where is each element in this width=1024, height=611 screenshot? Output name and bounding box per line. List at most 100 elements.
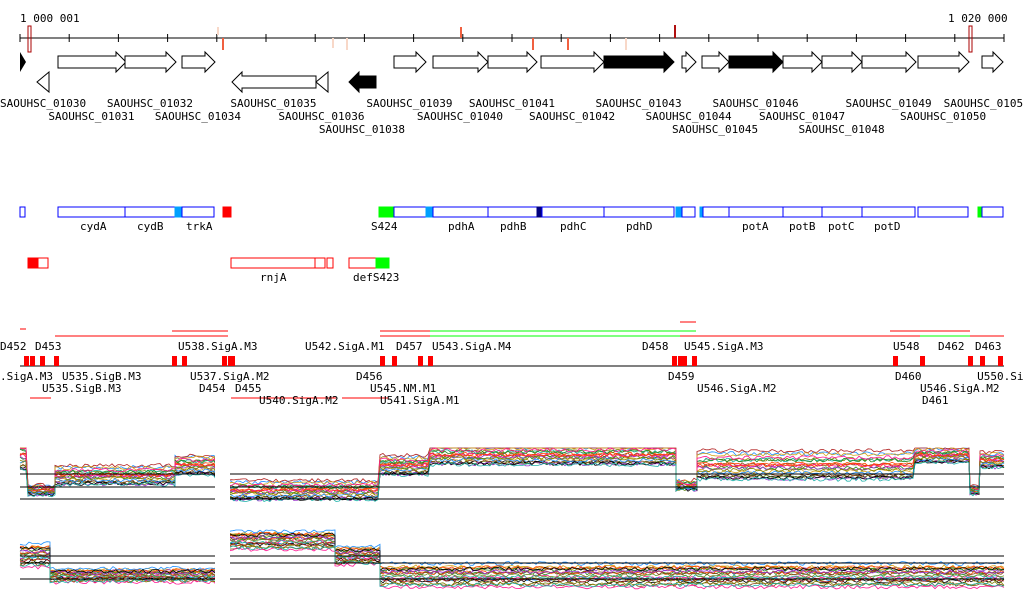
operon-box[interactable] [977,206,983,218]
operon-box[interactable] [27,257,39,269]
segment-label: D461 [922,394,949,407]
operon-box[interactable] [821,206,863,218]
operon-box[interactable] [782,206,823,218]
operon-box[interactable] [675,206,683,218]
operon-box[interactable] [603,206,675,218]
gene-arrow[interactable] [728,50,784,74]
expression-line [20,447,1005,490]
view-end-marker[interactable] [968,25,973,53]
gene-arrow[interactable] [681,50,697,74]
segment-marker[interactable] [172,356,177,366]
operon-box[interactable] [174,206,183,218]
segment-label: D457 [396,340,423,353]
operon-box[interactable] [314,257,326,269]
operon-box[interactable] [702,206,730,218]
gene-label: SAOUHSC_01035 [230,97,316,110]
segment-marker[interactable] [980,356,985,366]
operon-box[interactable] [57,206,126,218]
segment-marker[interactable] [392,356,397,366]
gene-arrow[interactable] [348,70,377,94]
segment-label: U545.NM.M1 [370,382,436,395]
segment-marker[interactable] [380,356,385,366]
gene-label: SAOUHSC_01041 [469,97,555,110]
gene-arrow[interactable] [432,50,489,74]
gene-arrow[interactable] [231,70,317,94]
gene-label: SAOUHSC_01049 [846,97,932,110]
segment-marker[interactable] [428,356,433,366]
segment-marker[interactable] [893,356,898,366]
segment-marker[interactable] [920,356,925,366]
expression-track [19,446,1005,611]
expression-line [19,447,1005,491]
gene-arrow[interactable] [861,50,917,74]
segment-marker[interactable] [30,356,35,366]
segment-marker[interactable] [54,356,59,366]
gene-arrow[interactable] [487,50,538,74]
expression-line [19,448,1005,491]
gene-label: SAOUHSC_01048 [799,123,885,136]
expression-line [20,447,1005,490]
operon-box[interactable] [37,257,49,269]
operon-box[interactable] [124,206,176,218]
segment-marker[interactable] [222,356,227,366]
operon-box[interactable] [981,206,1004,218]
gene-label: SAOUHSC_01036 [278,110,364,123]
segment-marker[interactable] [998,356,1003,366]
gene-arrow[interactable] [315,70,329,94]
operon-box[interactable] [375,257,390,269]
gene-arrow[interactable] [57,50,127,74]
gene-arrow[interactable] [124,50,177,74]
gene-arrow[interactable] [20,52,26,72]
operon-box[interactable] [378,206,395,218]
segment-label: U542.SigA.M1 [305,340,384,353]
operon-box[interactable] [222,206,232,218]
segment-label: U550.Si [977,370,1023,383]
operon-box[interactable] [432,206,489,218]
gene-arrow[interactable] [603,50,675,74]
gene-arrow[interactable] [393,50,427,74]
operon-box[interactable] [230,257,316,269]
gene-arrow[interactable] [540,50,605,74]
gene-arrow[interactable] [981,50,1004,74]
operon-box[interactable] [917,206,969,218]
segment-marker[interactable] [692,356,697,366]
expression-line [19,545,1005,588]
segment-marker[interactable] [682,356,687,366]
operon-box[interactable] [19,206,26,218]
segment-label: D458 [642,340,669,353]
segment-marker[interactable] [968,356,973,366]
gene-arrow[interactable] [36,70,50,94]
gene-label: SAOUHSC_01040 [417,110,503,123]
operon-box[interactable] [861,206,916,218]
segment-marker[interactable] [672,356,677,366]
operon-label: rnjA [260,271,287,284]
operon-box[interactable] [393,206,427,218]
expression-line [19,531,1005,573]
operon-box[interactable] [425,206,433,218]
gene-arrow[interactable] [917,50,970,74]
expression-line [19,540,1005,582]
gene-arrow[interactable] [181,50,216,74]
operon-box[interactable] [536,206,543,218]
segment-marker[interactable] [40,356,45,366]
segment-label: D456 [356,370,383,383]
operon-box[interactable] [181,206,215,218]
gene-arrow[interactable] [821,50,863,74]
operon-box[interactable] [326,257,334,269]
segment-label: D460 [895,370,922,383]
operon-box[interactable] [541,206,605,218]
operon-box[interactable] [487,206,538,218]
operon-box[interactable] [348,257,377,269]
segment-marker[interactable] [678,356,683,366]
segment-marker[interactable] [24,356,29,366]
operon-box[interactable] [681,206,696,218]
view-start-marker[interactable] [27,25,32,53]
gene-arrow[interactable] [701,50,730,74]
gene-arrow[interactable] [782,50,823,74]
segment-marker[interactable] [182,356,187,366]
operon-box[interactable] [728,206,784,218]
segment-marker[interactable] [230,356,235,366]
expression-line [19,460,1005,502]
segment-marker[interactable] [418,356,423,366]
